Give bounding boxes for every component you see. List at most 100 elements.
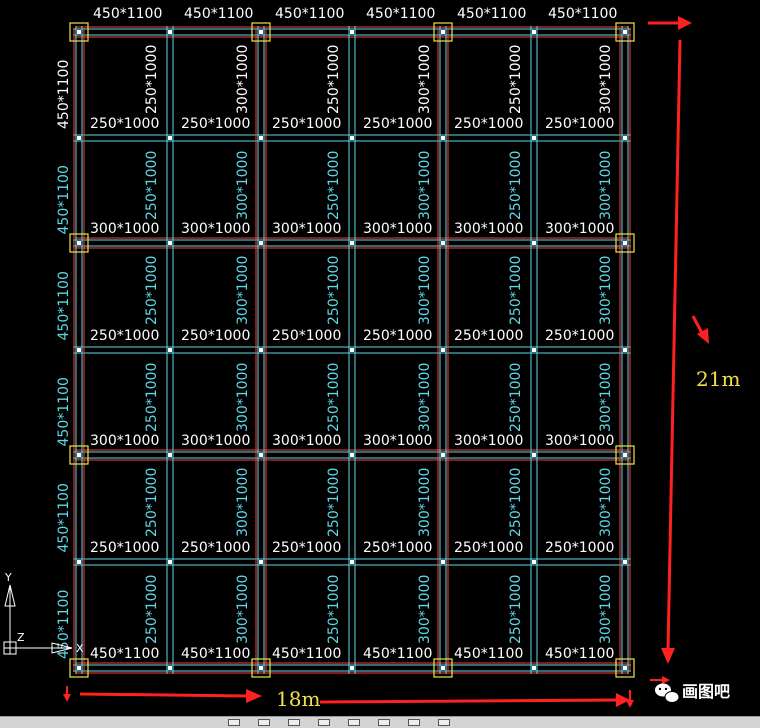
column [615,658,635,678]
row-beam-label: 250*1000 [454,116,523,132]
row-beam-label: 450*1100 [545,646,614,662]
column [251,658,271,678]
arrow-vertical-21m [666,39,682,651]
column [433,658,453,678]
vertical-beam-label: 250*1000 [508,468,524,537]
grid-node [441,666,445,670]
grid-node [168,30,172,34]
grid-node [168,241,172,245]
row-beam-label: 250*1000 [90,540,159,556]
left-beam-label: 450*1100 [56,165,72,234]
model-icon[interactable] [438,719,450,726]
grid-node [623,30,627,34]
grid-node [441,560,445,564]
vertical-beam-label: 250*1000 [144,363,160,432]
row-beam-label: 250*1000 [363,116,432,132]
grid-node [168,453,172,457]
grid-node [168,666,172,670]
columns [69,22,635,678]
grid-node [259,30,263,34]
vertical-beam-label: 300*1000 [598,151,614,220]
row-beam-label: 300*1000 [363,221,432,237]
grid-node [259,241,263,245]
row-beam-label: 300*1000 [272,221,341,237]
grid-node [532,453,536,457]
column [69,233,89,253]
row-beam-label: 300*1000 [90,221,159,237]
grid-icon[interactable] [258,719,270,726]
vertical-beam-label: 300*1000 [598,468,614,537]
row-beam-label: 250*1000 [181,540,250,556]
grid-node [532,666,536,670]
column [615,445,635,465]
grid-node [77,136,81,140]
top-beam-label: 450*1100 [275,6,344,22]
vertical-beam-label: 250*1000 [144,45,160,114]
vertical-beam-label: 250*1000 [144,575,160,644]
row-beam-label: 450*1100 [454,646,523,662]
grid-node [441,136,445,140]
vertical-beam-label: 300*1000 [235,151,251,220]
arrow-horizontal-18m-left [79,692,249,698]
row-beam-label: 250*1000 [181,116,250,132]
row-beam-label: 300*1000 [181,433,250,449]
polar-icon[interactable] [318,719,330,726]
snap-icon[interactable] [228,719,240,726]
row-beam-label: 450*1100 [272,646,341,662]
grid-node [623,453,627,457]
otrack-icon[interactable] [378,719,390,726]
row-beam-label: 250*1000 [545,328,614,344]
grid-node [77,560,81,564]
grid-node [259,453,263,457]
grid-node [259,348,263,352]
vertical-beam-label: 300*1000 [235,575,251,644]
grid-node [77,453,81,457]
row-beam-label: 300*1000 [181,221,250,237]
row-beam-label: 250*1000 [363,540,432,556]
watermark-text: 画图吧 [682,682,730,701]
grid-node [168,136,172,140]
column [433,22,453,42]
column [251,22,271,42]
vertical-beam-label: 250*1000 [326,45,342,114]
grid-node [441,241,445,245]
grid-node [350,666,354,670]
left-beam-label: 450*1100 [56,377,72,446]
vertical-beam-label: 250*1000 [326,363,342,432]
grid-node [532,560,536,564]
vertical-beam-label: 250*1000 [508,45,524,114]
vertical-beam-label: 250*1000 [326,468,342,537]
grid-node [77,666,81,670]
beam-labels: 450*1100 450*1100 450*1100 450*1100 450*1100… [56,6,617,662]
vertical-beam-label: 300*1000 [417,575,433,644]
column [69,445,89,465]
osnap-icon[interactable] [348,719,360,726]
grid-node [441,453,445,457]
row-beam-label: 250*1000 [90,328,159,344]
status-bar [0,716,760,728]
row-beam-label: 250*1000 [363,328,432,344]
grid-node [623,241,627,245]
arrow-horizontal-18m-right [319,698,619,704]
row-beam-label: 250*1000 [181,328,250,344]
grid-node [623,348,627,352]
top-beam-label: 450*1100 [548,6,617,22]
row-beam-label: 450*1100 [90,646,159,662]
row-beam-label: 300*1000 [90,433,159,449]
row-beam-label: 250*1000 [90,116,159,132]
row-beam-label: 450*1100 [363,646,432,662]
grid-node [623,136,627,140]
top-beam-label: 450*1100 [457,6,526,22]
column [69,22,89,42]
top-beam-label: 450*1100 [93,6,162,22]
vertical-beam-label: 300*1000 [235,363,251,432]
lineweight-icon[interactable] [408,719,420,726]
row-beam-label: 300*1000 [545,433,614,449]
vertical-beam-label: 300*1000 [235,256,251,325]
ortho-icon[interactable] [288,719,300,726]
row-beam-label: 250*1000 [545,116,614,132]
dimension-arrows [63,16,709,708]
vertical-beam-label: 300*1000 [417,468,433,537]
vertical-beam-label: 250*1000 [326,256,342,325]
